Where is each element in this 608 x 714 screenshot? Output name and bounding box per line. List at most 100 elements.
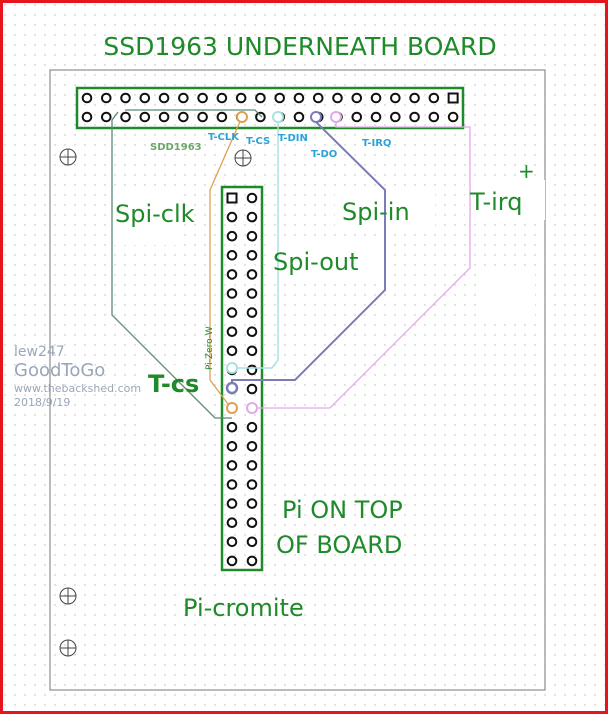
header-pin — [120, 111, 131, 123]
header-pin — [139, 111, 151, 123]
label-t-din: T-DIN — [278, 133, 308, 144]
label-pi-cromite: Pi-cromite — [183, 594, 304, 622]
header-pin — [390, 111, 401, 123]
header-pin — [274, 92, 286, 104]
watermark-date: 2018/9/19 — [14, 396, 70, 409]
header-pin — [226, 460, 238, 471]
header-pin — [120, 92, 131, 104]
header-pin — [216, 111, 228, 123]
wire-t-cs-top — [125, 109, 263, 118]
board-title: SSD1963 UNDERNEATH BOARD — [103, 32, 496, 61]
header-pin — [197, 111, 208, 123]
label-spi-clk: Spi-clk — [115, 200, 195, 228]
header-pin — [370, 92, 382, 104]
header-pin — [312, 92, 324, 104]
header-pin — [226, 536, 238, 548]
header-pin — [226, 250, 238, 261]
header-pin — [351, 92, 363, 104]
header-pin — [246, 421, 258, 433]
header-pin — [293, 92, 305, 104]
label-t-irq-pin: T-IRQ — [362, 138, 391, 149]
header-pin — [226, 479, 238, 490]
header-pin — [246, 230, 258, 242]
pin-t-irq — [330, 111, 342, 123]
header-pin — [158, 111, 170, 123]
label-t-clk: T-CLK — [208, 132, 240, 143]
wire-spi-in — [231, 121, 386, 384]
header-pin — [246, 364, 258, 376]
header-pin — [246, 498, 258, 509]
header-pin — [246, 479, 258, 490]
watermark: lew247 GoodToGo www.thebackshed.com 2018… — [14, 344, 141, 409]
header-pin — [226, 211, 238, 223]
wire-t-irq — [257, 122, 471, 409]
header-pin — [139, 92, 151, 104]
header-pin — [390, 92, 401, 104]
pi-pin-mosi — [225, 381, 239, 395]
pin-t-din — [272, 111, 284, 123]
board-outline — [49, 69, 546, 691]
header-pin — [226, 288, 238, 299]
header-pin — [246, 555, 258, 567]
header-pin — [226, 421, 238, 433]
header-pin — [332, 92, 343, 104]
watermark-site: www.thebackshed.com — [14, 382, 141, 395]
label-spi-in: Spi-in — [342, 198, 410, 226]
label-pi-on-top-1: Pi ON TOP — [282, 496, 403, 524]
label-pi-zero-w: Pi-Zero-W — [205, 326, 215, 370]
ssd1963-header — [75, 86, 465, 130]
header-pin — [216, 92, 228, 104]
label-sdd1963: SDD1963 — [150, 142, 202, 153]
header-pin — [226, 269, 238, 280]
header-pin — [100, 92, 112, 104]
header-pin — [293, 111, 305, 123]
header-pin — [351, 111, 363, 123]
pi-pin-sclk — [226, 402, 238, 414]
header-pin — [246, 192, 258, 204]
header-pin — [246, 288, 258, 299]
header-pin — [226, 441, 238, 452]
header-pin — [447, 111, 459, 123]
header-pin — [428, 92, 440, 104]
header-pin — [409, 111, 420, 123]
label-t-cs: T-cs — [148, 370, 199, 398]
header-pin — [246, 536, 258, 548]
header-pin — [246, 211, 258, 223]
label-t-do: T-DO — [311, 149, 337, 160]
header-pin — [235, 92, 247, 104]
header-pin — [409, 92, 420, 104]
plus-sign: + — [518, 159, 535, 183]
header-pin — [447, 92, 459, 104]
header-pin — [246, 269, 258, 280]
header-pin — [428, 111, 440, 123]
header-pin — [81, 92, 93, 104]
watermark-user: lew247 — [14, 344, 65, 360]
wire-spi-clk — [209, 116, 243, 405]
header-pin — [246, 460, 258, 471]
header-pin — [246, 307, 258, 318]
wire-spi-out — [237, 122, 279, 369]
label-spi-out: Spi-out — [273, 248, 359, 276]
header-pin — [255, 111, 266, 123]
header-pin — [197, 92, 208, 104]
header-pin — [178, 111, 189, 123]
pin-t-clk — [236, 111, 248, 123]
label-t-irq: T-irq — [469, 188, 522, 216]
header-pin — [226, 326, 238, 338]
header-pin — [100, 111, 112, 123]
header-pin — [226, 517, 238, 529]
header-pin — [246, 383, 258, 395]
header-pin — [246, 250, 258, 261]
header-pin — [226, 230, 238, 242]
header-pin — [226, 498, 238, 509]
label-pi-on-top-2: OF BOARD — [276, 531, 402, 559]
header-pin — [255, 92, 266, 104]
mounting-holes — [59, 148, 252, 657]
wire-t-cs — [111, 111, 232, 419]
header-pin — [246, 441, 258, 452]
pin-t-do — [310, 111, 322, 123]
pi-pin-irq — [246, 402, 258, 414]
